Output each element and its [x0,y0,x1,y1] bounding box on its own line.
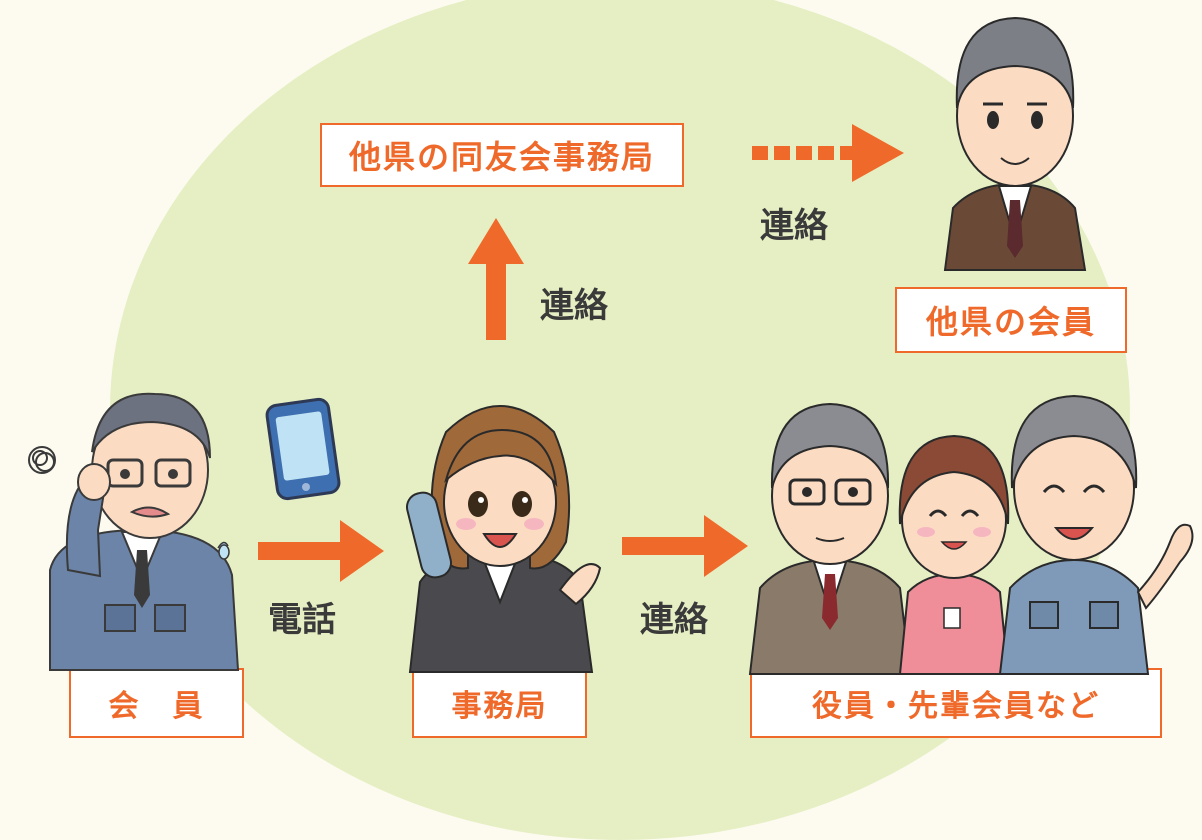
edge-label-contact-other-member: 連絡 [760,206,828,246]
officer-group-figure [748,394,1194,675]
arrow-right-contact [622,515,748,577]
arrow-dotted-right [752,124,904,182]
arrow-up [468,218,524,340]
node-other-pref-office: 他県の同友会事務局 [320,123,684,187]
node-other-pref-member: 他県の会員 [895,287,1127,353]
edge-label-contact-officers: 連絡 [640,600,708,640]
other-pref-member-figure [943,16,1087,271]
office-staff-figure [406,405,602,673]
node-office: 事務局 [412,668,587,738]
node-member: 会 員 [69,668,244,738]
edge-label-contact-other-office: 連絡 [540,286,608,326]
edge-label-phone: 電話 [268,600,336,640]
worried-member-figure [28,392,240,671]
node-officers: 役員・先輩会員など [750,668,1162,738]
smartphone-icon [265,397,341,501]
arrow-right-phone [258,520,384,582]
